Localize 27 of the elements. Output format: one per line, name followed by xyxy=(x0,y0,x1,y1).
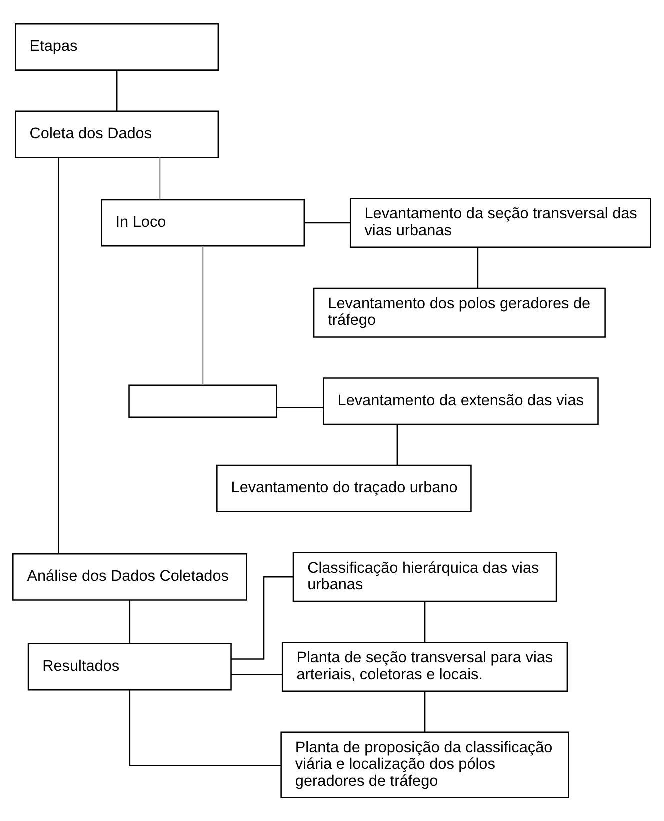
node-box xyxy=(128,384,278,418)
connector xyxy=(396,424,398,465)
connector xyxy=(58,157,60,554)
node-box: Planta de proposição da classificação viária e localização dos pólos geradores de tráfego xyxy=(280,731,570,798)
connector xyxy=(129,600,131,644)
node-box: Análise dos Dados Coletados xyxy=(12,552,248,600)
node-box: Planta de seção transversal para vias arteriais, coletoras e locais. xyxy=(282,641,568,692)
connector xyxy=(116,70,118,111)
connector xyxy=(477,247,479,288)
connector xyxy=(304,222,351,224)
node-box: Levantamento da extensão das vias xyxy=(323,377,599,425)
connector xyxy=(424,691,426,732)
connector xyxy=(231,674,282,675)
connector xyxy=(232,576,294,660)
node-box: Levantamento do traçado urbano xyxy=(216,464,472,512)
connector xyxy=(276,406,324,408)
node-box: Coleta dos Dados xyxy=(15,110,220,158)
connector xyxy=(159,157,161,200)
connector xyxy=(424,601,426,642)
node-box: Classificação hierárquica das vias urbanas xyxy=(292,552,558,602)
node-box: Resultados xyxy=(28,642,232,690)
connector xyxy=(129,690,281,766)
node-box: Levantamento da seção transversal das vias urbanas xyxy=(350,198,652,248)
node-box: In Loco xyxy=(101,198,306,246)
connector xyxy=(202,246,204,384)
node-box: Etapas xyxy=(15,23,220,70)
node-box: Levantamento dos polos geradores de tráfego xyxy=(313,287,606,338)
